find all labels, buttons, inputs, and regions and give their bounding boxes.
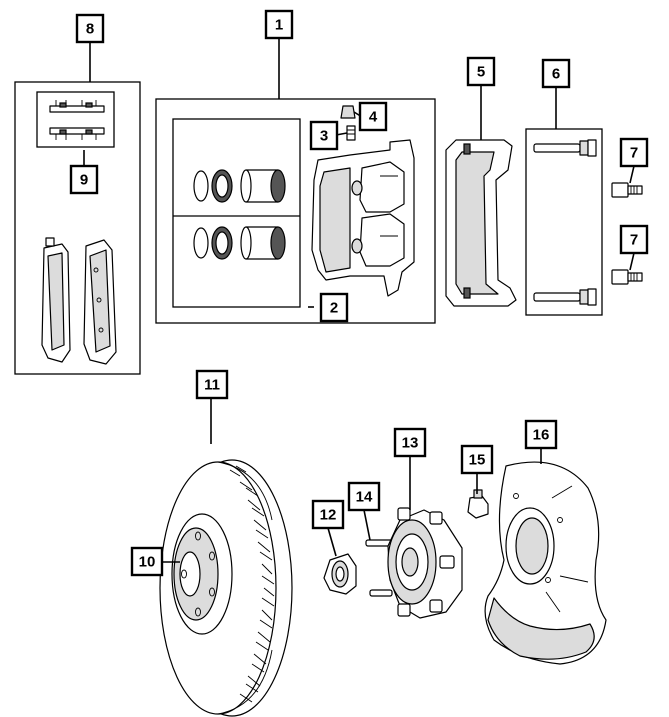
callout-16: 16 bbox=[524, 419, 558, 450]
callout-2: 2 bbox=[319, 292, 349, 323]
hub-and-bearing[interactable] bbox=[387, 507, 463, 619]
piston-seal-kit-lower[interactable] bbox=[193, 226, 286, 260]
callout-11: 11 bbox=[195, 369, 229, 400]
hub-nut[interactable] bbox=[323, 553, 357, 595]
callout-1: 1 bbox=[264, 9, 294, 40]
callout-4: 4 bbox=[358, 101, 388, 132]
callout-7-lower-label: 7 bbox=[630, 232, 638, 249]
callout-5: 5 bbox=[466, 56, 496, 87]
adapter-mounting-bolt-lower[interactable] bbox=[611, 269, 643, 285]
callout-8-label: 8 bbox=[86, 21, 94, 38]
callout-3: 3 bbox=[309, 120, 339, 151]
callout-5-label: 5 bbox=[477, 64, 485, 81]
callout-7-lower: 7 bbox=[619, 224, 649, 255]
callout-15-label: 15 bbox=[469, 452, 486, 469]
callout-15: 15 bbox=[460, 444, 494, 475]
brake-pad-outer[interactable] bbox=[83, 239, 117, 365]
callout-12: 12 bbox=[311, 499, 345, 530]
callout-2-label: 2 bbox=[330, 300, 338, 317]
brake-caliper[interactable] bbox=[311, 139, 415, 297]
callout-6: 6 bbox=[541, 58, 571, 89]
bleeder-screw[interactable] bbox=[346, 125, 356, 141]
callout-7-upper-label: 7 bbox=[630, 145, 638, 162]
callout-13-label: 13 bbox=[402, 435, 419, 452]
caliper-adapter[interactable] bbox=[445, 139, 517, 307]
callout-7-upper: 7 bbox=[619, 137, 649, 168]
piston-seal-kit-upper[interactable] bbox=[193, 169, 286, 203]
callout-4-label: 4 bbox=[369, 109, 378, 126]
callout-14: 14 bbox=[347, 481, 381, 512]
callout-6-label: 6 bbox=[552, 66, 560, 83]
callout-10: 10 bbox=[130, 546, 164, 577]
callout-12-label: 12 bbox=[320, 507, 337, 524]
clip-kit-frame bbox=[36, 91, 115, 148]
callout-10-label: 10 bbox=[139, 554, 156, 571]
guide-pin-frame bbox=[525, 128, 603, 316]
bleeder-cap[interactable] bbox=[340, 105, 356, 119]
brake-rotor[interactable] bbox=[159, 459, 293, 717]
rotor-vent-pattern bbox=[229, 465, 275, 703]
guide-pin-lower[interactable] bbox=[533, 288, 597, 306]
anti-rattle-clip-upper[interactable] bbox=[49, 100, 105, 113]
piston-kit-frame bbox=[172, 118, 301, 308]
caliper-assembly-group bbox=[155, 98, 436, 324]
callout-14-label: 14 bbox=[356, 489, 373, 506]
leader-lines bbox=[83, 38, 635, 563]
adapter-mounting-bolt-upper[interactable] bbox=[611, 182, 643, 198]
caliper-frame bbox=[155, 98, 436, 324]
guide-pin-upper[interactable] bbox=[533, 139, 597, 157]
guide-pin-group bbox=[525, 128, 603, 316]
anti-rattle-clip-lower[interactable] bbox=[49, 127, 105, 140]
pad-kit-frame bbox=[14, 81, 141, 375]
wheel-stud[interactable] bbox=[365, 539, 393, 597]
callout-8: 8 bbox=[75, 13, 105, 44]
callout-16-label: 16 bbox=[533, 427, 550, 444]
callout-3-label: 3 bbox=[320, 128, 328, 145]
callout-9: 9 bbox=[69, 164, 99, 195]
splash-shield-bolt[interactable] bbox=[467, 489, 489, 519]
brake-pad-kit-group bbox=[14, 81, 141, 375]
splash-shield[interactable] bbox=[484, 461, 607, 665]
callout-13: 13 bbox=[393, 427, 427, 458]
callout-9-label: 9 bbox=[80, 172, 88, 189]
callout-11-label: 11 bbox=[204, 377, 220, 394]
brake-pad-inner[interactable] bbox=[41, 237, 71, 363]
callout-1-label: 1 bbox=[275, 17, 283, 34]
